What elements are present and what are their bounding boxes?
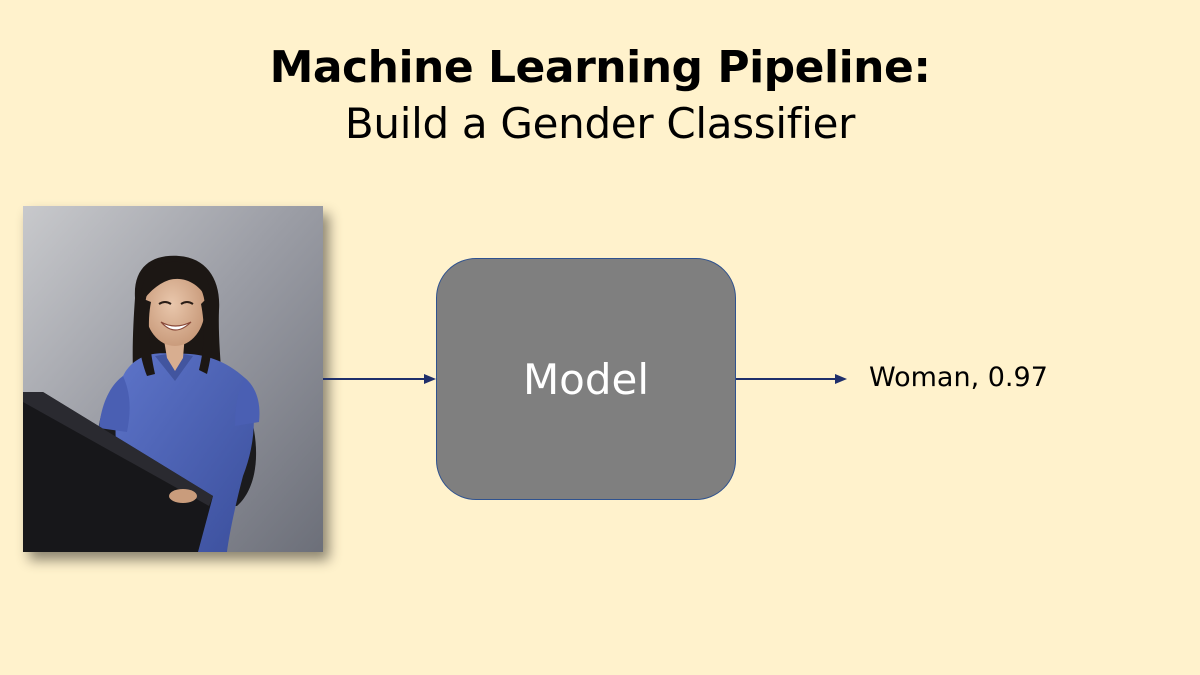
photo-image bbox=[23, 206, 323, 552]
output-arrow bbox=[736, 374, 847, 384]
title-bold: Machine Learning Pipeline: bbox=[269, 42, 931, 93]
slide-title: Machine Learning Pipeline: Build a Gende… bbox=[0, 40, 1200, 152]
input-photo bbox=[23, 206, 323, 552]
output-prediction: Woman, 0.97 bbox=[869, 362, 1048, 393]
model-label: Model bbox=[522, 354, 650, 404]
title-subtitle: Build a Gender Classifier bbox=[344, 99, 856, 148]
model-box: Model bbox=[436, 258, 736, 500]
input-arrow bbox=[323, 374, 436, 384]
